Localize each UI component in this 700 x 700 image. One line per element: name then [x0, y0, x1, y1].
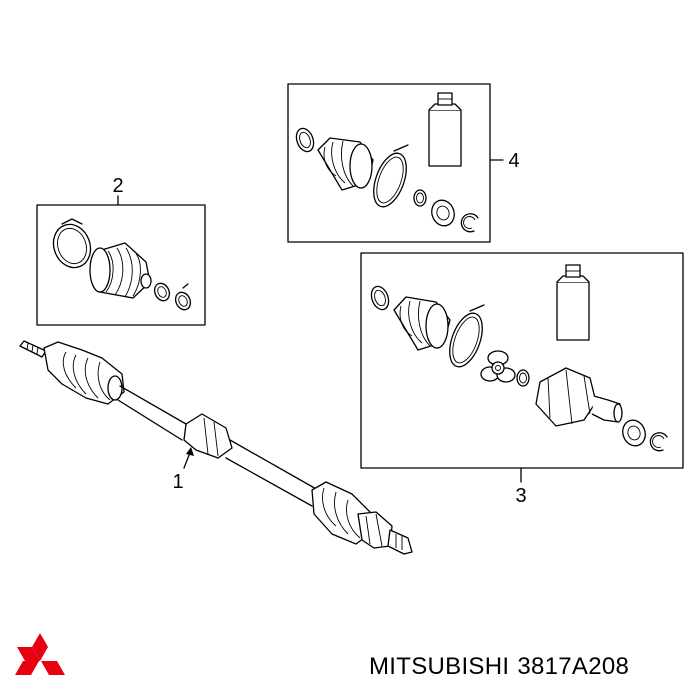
- snap-ring-4: [460, 213, 479, 233]
- grease-bottle-3: [556, 264, 590, 341]
- clamp-4b: [373, 144, 409, 208]
- snap-ring-3: [649, 432, 668, 452]
- callout-1: 1: [172, 471, 183, 493]
- clamp-4c: [413, 189, 427, 207]
- boot-3: [393, 296, 451, 351]
- inner-joint-housing: [535, 367, 623, 427]
- large-clamp: [52, 218, 92, 269]
- grease-bottle: [428, 92, 462, 167]
- clamp-3c: [516, 369, 530, 387]
- cv-boot: [89, 242, 152, 299]
- washer-3: [622, 419, 646, 447]
- brand-name: MITSUBISHI: [369, 653, 510, 680]
- clamp-3b: [449, 304, 485, 368]
- boot-4: [317, 137, 374, 191]
- callout-3: 3: [515, 485, 526, 507]
- washer-4: [431, 199, 455, 227]
- callout-2: 2: [112, 175, 123, 197]
- mitsubishi-logo: [15, 633, 65, 675]
- brand-caption: MITSUBISHI 3817A208: [369, 653, 629, 681]
- small-clamp-a: [153, 282, 171, 302]
- clamp-4a: [295, 127, 315, 153]
- small-clamp-b: [174, 283, 192, 311]
- drive-shaft-assembly: 1: [19, 340, 413, 555]
- box-4-boot-kit: 4: [287, 83, 520, 243]
- tripod-spider: [480, 350, 516, 383]
- part-number: 3817A208: [517, 653, 630, 680]
- box-2-boot-kit: 2: [36, 175, 206, 326]
- clamp-3a: [370, 285, 390, 311]
- leader-1-arrow: [186, 447, 194, 456]
- callout-4: 4: [508, 150, 519, 172]
- box-3-joint-kit: 3: [360, 252, 684, 507]
